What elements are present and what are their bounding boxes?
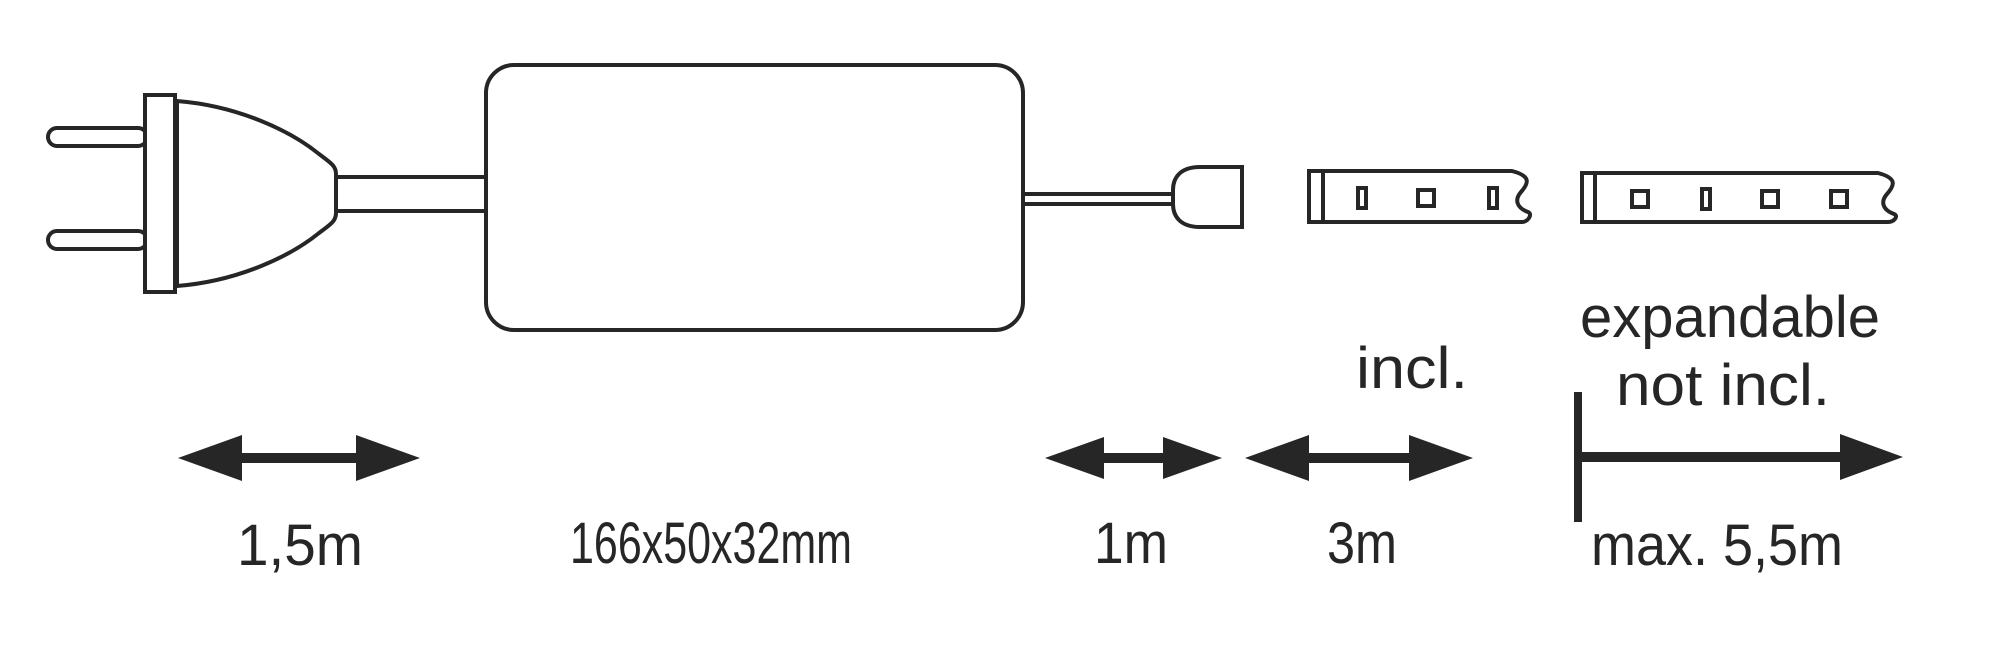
plug-face-plate [143,93,177,294]
plug-body [175,98,338,289]
power-plug-icon [46,93,338,294]
dimension-arrow-max-length [1574,392,1903,522]
led-chip [1700,187,1712,211]
label-expandable-note-line1: expandable [1580,285,1880,350]
led-chip [1416,188,1436,208]
arrow-head-left-icon [1245,435,1309,481]
led-strip-included-icon [1307,169,1533,224]
arrow-head-right-icon [356,435,420,481]
arrow-head-left-icon [1045,437,1104,479]
label-output-cable-length: 1m [1094,511,1168,576]
arrow-head-right-icon [1409,435,1473,481]
label-strip-included-length: 3m [1327,511,1397,576]
arrow-head-right-icon [1163,437,1222,479]
led-chip [1356,186,1368,210]
led-chip [1760,189,1780,209]
plug-prong-bottom [46,229,149,251]
dimension-arrow-strip-included [1245,435,1473,481]
led-strip-expandable-body [1580,171,1899,224]
label-included-note: incl. [1356,336,1468,401]
arrow-head-left-icon [178,435,242,481]
label-expandable-note-line2: not incl. [1616,353,1830,418]
led-chip [1630,189,1650,209]
dimension-arrow-output-cable [1045,437,1222,479]
output-cable [1023,192,1175,206]
dimension-arrow-plug-cable [178,435,420,481]
plug-prong-top [46,126,149,148]
mains-cable [334,175,488,213]
led-chip [1829,189,1849,209]
label-driver-dimensions: 166x50x32mm [570,511,852,576]
led-chip [1487,186,1499,210]
led-strip-expandable-icon [1580,171,1899,224]
driver-box-icon [484,63,1025,332]
arrow-head-right-icon [1840,434,1903,480]
strip-connector-icon [1171,165,1244,229]
label-plug-cable-length: 1,5m [237,513,363,578]
label-max-length: max. 5,5m [1591,513,1843,578]
